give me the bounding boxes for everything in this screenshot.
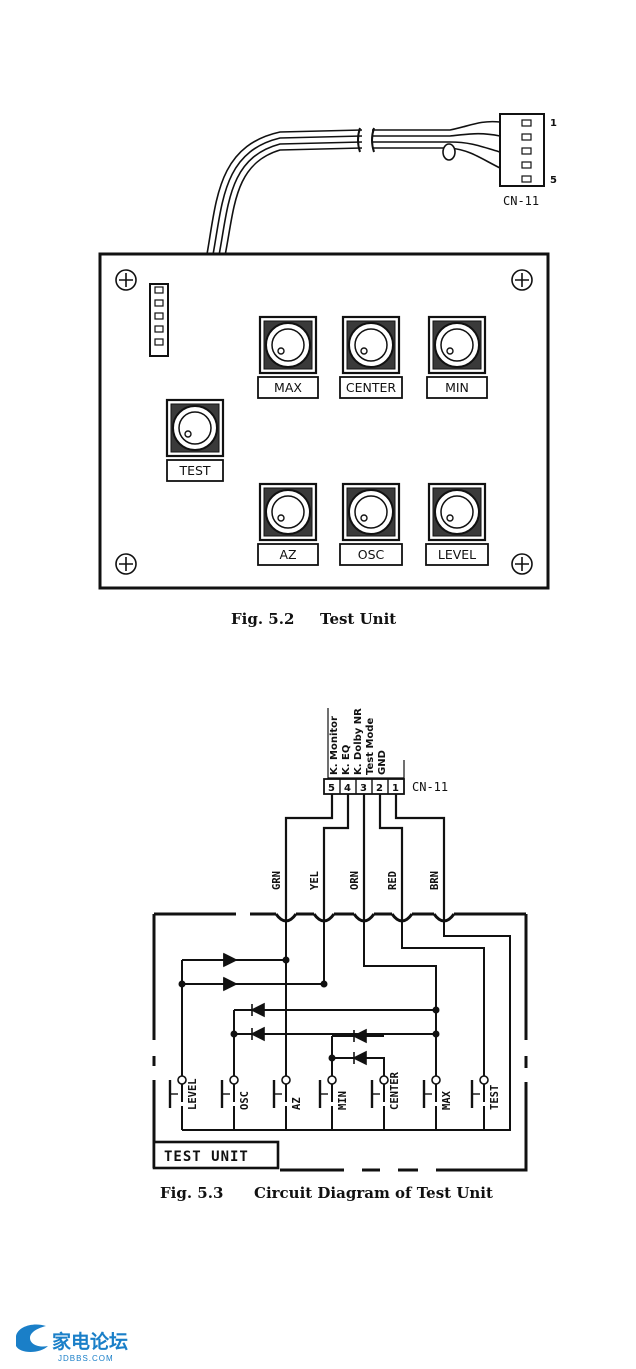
diode-icon	[250, 1026, 265, 1042]
logo-text: 家电论坛	[52, 1330, 128, 1353]
wire-set	[284, 794, 446, 920]
knob-az: AZ	[257, 482, 319, 566]
screw-icon	[115, 269, 137, 291]
switch-label: AZ	[291, 1097, 303, 1110]
screw-icon	[115, 553, 137, 575]
wire-label: BRN	[429, 871, 441, 890]
figure-circuit-diagram: K. Monitor K. EQ K. Dolby NR Test Mode G…	[152, 708, 528, 1202]
label-bracket	[327, 708, 405, 779]
pin-label-last: 5	[550, 175, 557, 186]
knob-label: LEVEL	[438, 547, 476, 562]
knob-label: MAX	[274, 380, 302, 395]
knob-label: MIN	[445, 380, 469, 395]
switch-label: LEVEL	[187, 1078, 199, 1110]
switch-min: MIN	[318, 1075, 349, 1110]
switch-label: MIN	[337, 1091, 349, 1110]
pin-number: 5	[328, 783, 335, 794]
knob-min: MIN	[426, 315, 488, 399]
connector-label: CN-11	[503, 194, 539, 208]
pin-number: 4	[344, 783, 351, 794]
figure-caption-number: Fig. 5.2	[231, 610, 294, 628]
diode-icon	[223, 952, 238, 968]
knob-label: TEST	[178, 463, 210, 478]
knob-center: CENTER	[339, 315, 403, 399]
pin-number: 1	[392, 783, 399, 794]
pin-label-first: 1	[550, 118, 557, 129]
figure-test-unit: 1 5 CN-11 MAX CENTER MIN TEST AZ OSC LEVEL	[98, 113, 557, 628]
diode-icon	[250, 1002, 265, 1018]
knob-max: MAX	[257, 315, 319, 399]
knob-label: OSC	[358, 547, 385, 562]
pin-function-label: Test Mode	[365, 718, 376, 775]
pin-function-label: K. Monitor	[329, 716, 340, 775]
knob-level: LEVEL	[425, 482, 489, 566]
logo-subtext: JDBBS.COM	[58, 1354, 114, 1363]
switch-osc: OSC	[220, 1075, 251, 1110]
screw-icon	[511, 553, 533, 575]
board-connector	[149, 283, 169, 357]
site-logo: 家电论坛 JDBBS.COM	[16, 1324, 128, 1363]
switch-label: MAX	[441, 1090, 453, 1110]
knob-test: TEST	[165, 398, 225, 482]
wire-label: YEL	[309, 871, 321, 890]
knob-label: CENTER	[346, 380, 397, 395]
pin-function-label: K. Dolby NR	[353, 708, 364, 775]
pin-number: 2	[376, 783, 383, 794]
switch-max: MAX	[422, 1075, 453, 1110]
connector-label: CN-11	[412, 780, 448, 794]
knob-group: MAX CENTER MIN TEST AZ OSC LEVEL	[165, 315, 489, 566]
cn11-connector	[499, 113, 545, 187]
switch-az: AZ	[272, 1075, 303, 1110]
box-label-frame	[152, 1140, 280, 1170]
switch-label: CENTER	[389, 1071, 401, 1110]
test-unit-enclosure	[152, 912, 528, 1172]
wire-label: GRN	[271, 871, 283, 890]
screw-icon	[511, 269, 533, 291]
internal-wiring	[181, 920, 511, 1131]
knob-osc: OSC	[339, 482, 403, 566]
switch-label: OSC	[239, 1091, 251, 1110]
junction-dots	[178, 956, 440, 1062]
wire-label: RED	[387, 871, 399, 890]
knob-label: AZ	[279, 547, 296, 562]
figure-caption-title: Test Unit	[320, 610, 396, 628]
figure-caption-number: Fig. 5.3	[160, 1184, 223, 1202]
switch-level: LEVEL	[168, 1075, 199, 1110]
switch-group: LEVEL OSC AZ MIN CENTER MAX TEST	[168, 1071, 501, 1110]
wire-label: ORN	[349, 871, 361, 890]
pin-function-label: GND	[377, 750, 388, 775]
diode-icon	[352, 1028, 367, 1044]
pin-function-labels: K. Monitor K. EQ K. Dolby NR Test Mode G…	[329, 708, 388, 775]
pin-function-label: K. EQ	[341, 745, 352, 775]
figure-caption-title: Circuit Diagram of Test Unit	[254, 1184, 493, 1202]
diode-icon	[223, 976, 238, 992]
switch-label: TEST	[489, 1085, 501, 1110]
box-label: TEST UNIT	[164, 1149, 249, 1165]
switch-center: CENTER	[370, 1071, 401, 1110]
pin-number: 3	[360, 783, 367, 794]
diode-icon	[352, 1050, 367, 1066]
switch-test: TEST	[470, 1075, 501, 1110]
